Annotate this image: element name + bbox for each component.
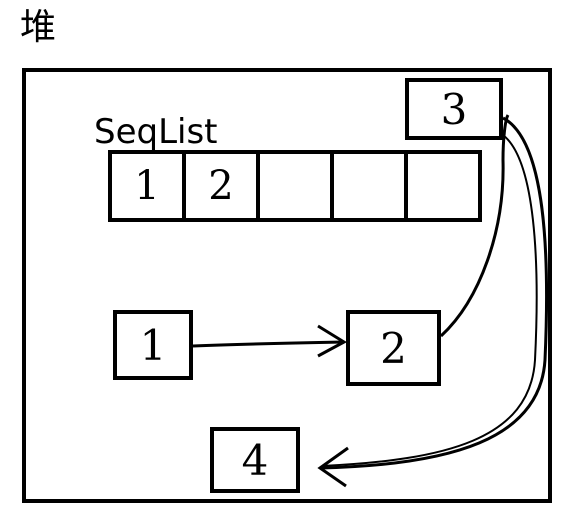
arrow-2-to-3	[439, 114, 510, 338]
heap-title: 堆	[20, 7, 57, 48]
node-1: 1	[113, 310, 193, 380]
arrow-3-to-4	[319, 116, 549, 470]
seqlist-cell-0: 1	[112, 154, 186, 218]
node-4: 4	[210, 427, 300, 493]
seqlist-cell-1: 2	[186, 154, 260, 218]
node-2: 2	[346, 310, 441, 386]
arrow-3-to-4-inner	[321, 134, 538, 467]
arrowhead-3-to-4	[317, 446, 349, 488]
seqlist-cell-3	[334, 154, 408, 218]
heap-region	[22, 68, 552, 503]
seqlist-label: SeqList	[94, 112, 218, 152]
arrowhead-1-to-2	[317, 324, 348, 358]
seqlist-array: 1 2	[108, 150, 482, 222]
node-3: 3	[405, 78, 503, 140]
seqlist-cell-2	[260, 154, 334, 218]
arrow-1-to-2	[192, 340, 345, 348]
